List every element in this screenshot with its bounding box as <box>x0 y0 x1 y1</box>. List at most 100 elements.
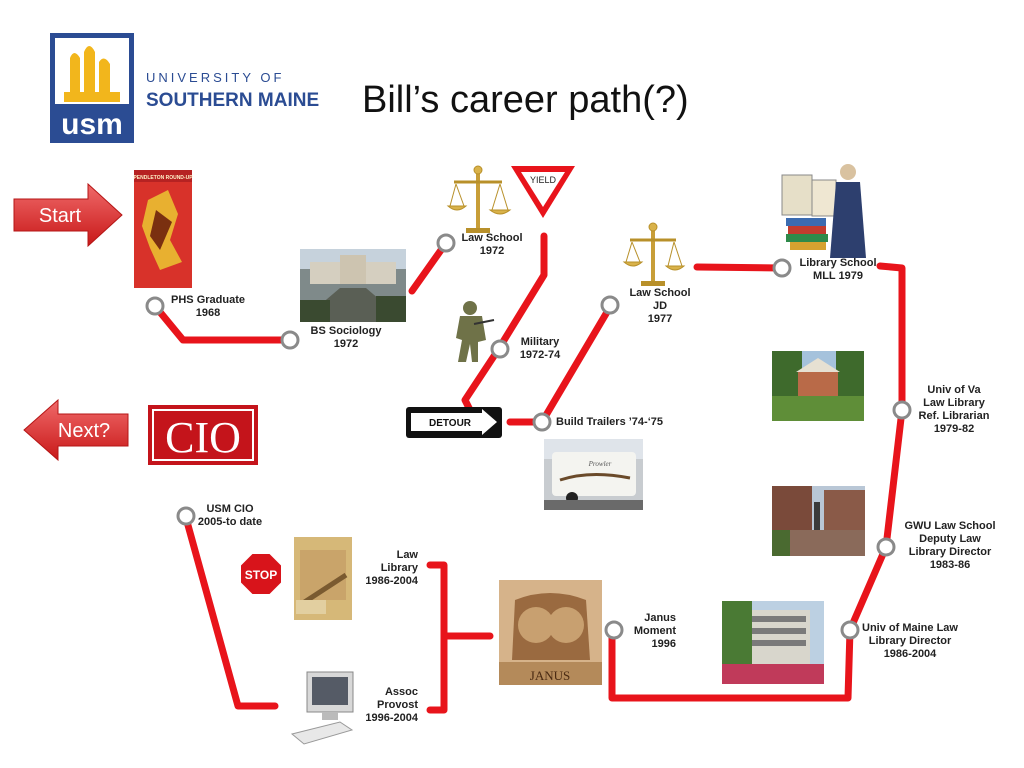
label-line: GWU Law School <box>904 520 996 532</box>
label-gwu-law-school: GWU Law School Deputy Law Library Direct… <box>898 520 1002 572</box>
next-arrow-shape <box>23 398 129 462</box>
label-janus-moment: Janus Moment 1996 <box>624 612 676 651</box>
path-bracket-vertical <box>426 561 448 714</box>
path-libschool-to-umaine <box>846 262 906 634</box>
label-law-school-1972: Law School 1972 <box>452 232 532 258</box>
university-line1: UNIVERSITY OF <box>146 70 284 85</box>
next-label: Next? <box>58 420 110 442</box>
stop-text: STOP <box>245 568 277 582</box>
path-photo-to-law1972 <box>408 239 450 295</box>
detour-text: DETOUR <box>429 418 472 429</box>
start-arrow-shape <box>13 182 123 248</box>
label-line: Library Director <box>908 546 992 558</box>
scales-of-justice-icon <box>446 165 512 233</box>
label-line: Deputy Law <box>919 533 981 545</box>
label-line: 2005-to date <box>197 516 263 528</box>
path-provost-to-cio <box>182 514 279 710</box>
label-line: Univ of Maine Law <box>862 622 958 634</box>
label-line: Military <box>520 336 560 348</box>
start-label: Start <box>39 205 82 227</box>
node-military <box>490 339 510 359</box>
path-yield-to-military <box>494 232 548 354</box>
label-univ-of-va: Univ of Va Law Library Ref. Librarian 19… <box>906 384 1002 436</box>
label-line: Assoc <box>384 686 418 698</box>
path-umaine-to-janus <box>608 624 854 702</box>
soldier-image <box>456 301 495 362</box>
path-to-libschool <box>693 263 786 272</box>
logo-text: usm <box>61 108 123 141</box>
yield-sign-icon: YIELD <box>511 166 575 218</box>
label-line: Library <box>380 562 418 574</box>
path-military-to-detour <box>461 346 502 414</box>
node-libschool <box>772 258 792 278</box>
label-library-school: Library School MLL 1979 <box>790 257 886 283</box>
label-line: 1983-86 <box>929 559 971 571</box>
janus-image: JANUS <box>499 580 602 685</box>
cio-text: CIO <box>165 413 241 462</box>
label-line: 1972 <box>333 338 359 350</box>
trailer-text: Prowler <box>588 460 612 468</box>
detour-sign-icon: DETOUR <box>406 407 502 438</box>
umaine-building-image <box>722 601 824 684</box>
label-line: 1996-2004 <box>365 712 418 724</box>
node-bs <box>280 330 300 350</box>
gwu-building-image <box>772 486 865 556</box>
label-military: Military 1972-74 <box>510 336 570 362</box>
trailer-image: Prowler <box>544 439 643 510</box>
logo-base-icon <box>64 92 120 102</box>
label-line: Ref. Librarian <box>918 410 990 422</box>
path-trailers-to-lawjd <box>538 303 614 426</box>
label-line: Build Trailers ’74-‘75 <box>556 416 663 428</box>
label-build-trailers: Build Trailers ’74-‘75 <box>556 416 663 429</box>
label-line: PHS Graduate <box>171 294 245 306</box>
label-line: Moment <box>633 625 676 637</box>
university-line2: SOUTHERN MAINE <box>146 90 319 111</box>
node-umaine <box>840 620 860 640</box>
stop-sign-icon: STOP <box>239 552 283 596</box>
label-assoc-provost: Assoc Provost 1996-2004 <box>356 686 418 725</box>
node-law1972 <box>436 233 456 253</box>
node-gwu <box>876 537 896 557</box>
computer-icon <box>290 671 354 745</box>
node-uva <box>892 400 912 420</box>
label-line: Janus <box>644 612 676 624</box>
label-line: MLL 1979 <box>813 270 863 282</box>
logo-pillars-icon <box>70 46 110 100</box>
label-law-school-jd: Law School JD 1977 <box>620 287 700 326</box>
janus-text: JANUS <box>530 668 570 683</box>
label-line: 1977 <box>647 313 673 325</box>
label-bs-sociology: BS Sociology 1972 <box>296 325 396 351</box>
label-line: BS Sociology <box>310 325 382 337</box>
label-line: Law School <box>461 232 523 244</box>
label-line: 1979-82 <box>933 423 975 435</box>
cio-logo: CIO <box>148 405 258 465</box>
label-line: Law <box>396 549 418 561</box>
node-lawjd <box>600 295 620 315</box>
label-line: Law Library <box>923 397 985 409</box>
law-library-image <box>294 537 352 620</box>
node-trailers <box>532 412 552 432</box>
label-line: Provost <box>377 699 418 711</box>
label-line: 1996 <box>651 638 676 650</box>
scales-of-justice-2-icon <box>622 222 686 286</box>
usm-logo: usm <box>50 33 134 143</box>
label-line: USM CIO <box>206 503 254 515</box>
label-line: Library Director <box>868 635 952 647</box>
label-line: Univ of Va <box>927 384 981 396</box>
label-univ-of-maine: Univ of Maine Law Library Director 1986-… <box>858 622 962 661</box>
pendleton-poster-image: PENDLETON ROUND-UP <box>133 170 193 288</box>
path-segments <box>151 232 906 714</box>
label-line: 1986-2004 <box>365 575 418 587</box>
label-line: 1972-74 <box>519 349 561 361</box>
yield-text: YIELD <box>530 175 557 185</box>
campus-building-image <box>300 249 406 322</box>
node-janus <box>604 620 624 640</box>
node-cio <box>176 506 196 526</box>
label-line: Law School <box>629 287 691 299</box>
label-phs-graduate: PHS Graduate 1968 <box>158 294 258 320</box>
path-phs-to-bs <box>151 302 294 344</box>
uva-building-image <box>772 351 864 421</box>
start-arrow: Start <box>13 182 123 248</box>
label-line: JD <box>652 300 668 312</box>
